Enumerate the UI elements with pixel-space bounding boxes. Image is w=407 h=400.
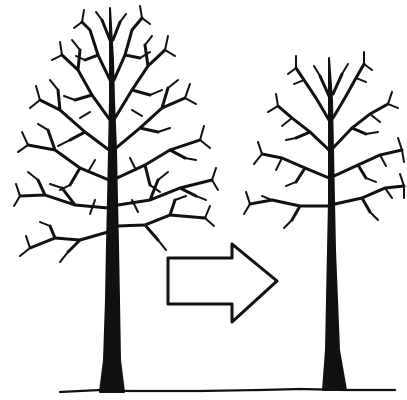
tree-after-trunk xyxy=(323,58,346,390)
tree-after-branches xyxy=(250,64,404,220)
tree-before xyxy=(14,6,218,392)
arrow-group xyxy=(168,244,277,322)
tree-after xyxy=(244,52,404,390)
outline-arrow-right-icon xyxy=(168,244,277,322)
